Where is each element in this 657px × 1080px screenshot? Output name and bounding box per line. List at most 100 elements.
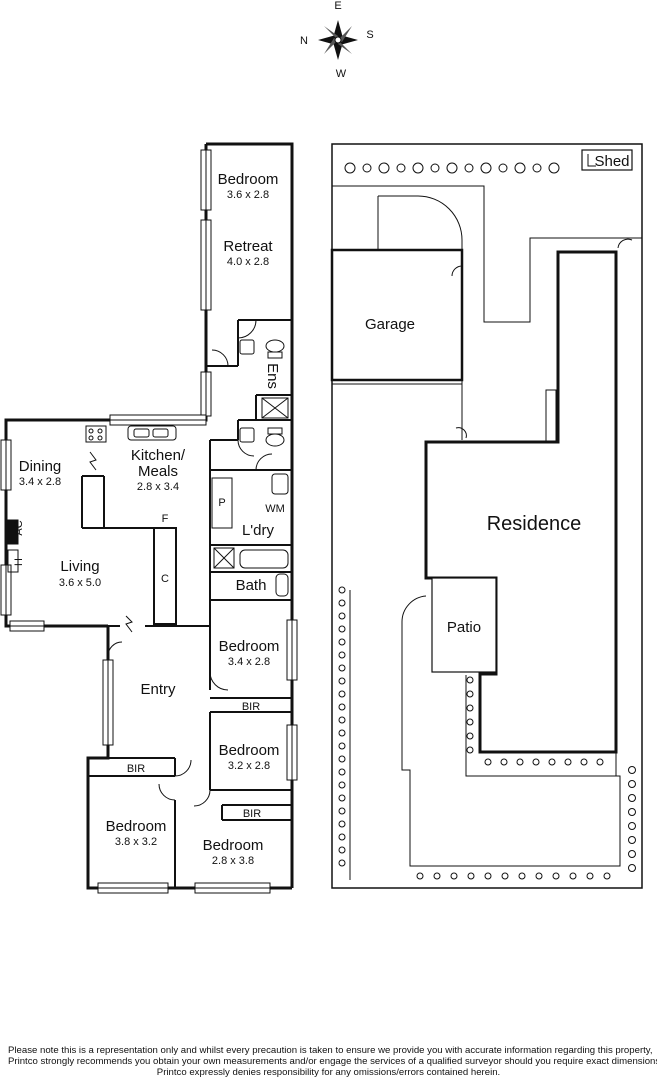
shrub [484,872,492,880]
room-bedroom-mid1-dims: 3.4 x 2.8 [228,656,270,668]
shrub [535,872,543,880]
shrub [466,676,474,684]
shrub [628,850,636,858]
fixture-p-label: P [218,497,225,509]
shrub [501,872,509,880]
room-bedroom-mid2-name: Bedroom [219,742,280,759]
fixtures [7,339,289,633]
fixture-bir-3-label: BIR [243,808,261,820]
shrub [338,716,346,724]
shrub [338,768,346,776]
windows [0,149,298,894]
fixture-f-label: F [162,513,169,525]
shrub [466,746,474,754]
room-bedroom-front-left-dims: 3.8 x 3.2 [115,836,157,848]
shrub [450,872,458,880]
room-retreat-dims: 4.0 x 2.8 [227,256,269,268]
shrub [338,651,346,659]
shrub [338,820,346,828]
shrub [532,758,540,766]
shrub [416,872,424,880]
shrub [338,742,346,750]
shed [581,149,633,171]
shrub [518,872,526,880]
shrub [338,846,346,854]
shrub [338,599,346,607]
room-entry-name: Entry [140,681,176,698]
shrub [338,729,346,737]
shrub [446,162,458,174]
site-shed-label: Shed [594,153,629,170]
garden-shrubs [338,162,636,880]
shrub [430,163,440,173]
compass-s-label: S [366,29,373,41]
site-plan [330,143,643,889]
site-patio-label: Patio [447,619,481,636]
shrub [338,664,346,672]
shrub [362,163,372,173]
fixture-h-label: H [13,558,25,566]
shrub [603,872,611,880]
shrub [532,163,542,173]
shrub [466,704,474,712]
shrub [628,808,636,816]
shrub [338,755,346,763]
disclaimer-line-2: Printco strongly recommends you obtain y… [8,1056,657,1067]
garage [330,248,467,440]
shrub [580,758,588,766]
room-living-name: Living [60,558,99,575]
shrub [338,807,346,815]
fixture-bir-1-label: BIR [242,701,260,713]
room-dining-dims: 3.4 x 2.8 [19,476,61,488]
shrub [548,758,556,766]
shrub [596,758,604,766]
compass-e-label: E [334,0,341,12]
front-yard-lines [349,590,621,880]
shrub [484,758,492,766]
fixture-bir-2-label: BIR [127,763,145,775]
shrub [466,690,474,698]
shrub [338,625,346,633]
shrub [338,677,346,685]
shrub [338,833,346,841]
shrub [338,612,346,620]
residence [424,250,618,754]
shrub [338,781,346,789]
shrub [338,859,346,867]
shrub [498,163,508,173]
compass-n-label: N [300,35,308,47]
shrub [412,162,424,174]
shrub [628,822,636,830]
shrub [396,163,406,173]
shrub [628,864,636,872]
room-bedroom-front-right-name: Bedroom [203,837,264,854]
room-bedroom-front-left-name: Bedroom [106,818,167,835]
shrub [548,162,560,174]
site-garage-label: Garage [365,316,415,333]
room-laundry-name: L'dry [242,522,275,539]
shrub [466,718,474,726]
room-living-dims: 3.6 x 5.0 [59,577,101,589]
shrub [338,703,346,711]
shrub [514,162,526,174]
room-bath-name: Bath [236,577,267,594]
shrub [467,872,475,880]
compass-rose: E W N S [300,0,374,80]
interior-walls [81,319,292,888]
rear-garden-lines [332,185,642,323]
shrub [628,836,636,844]
room-ens-name: Ens [264,363,281,389]
floor-plan [0,142,298,894]
room-kitchen-name2: Meals [138,463,178,480]
site-boundary [331,143,643,889]
shrub [480,162,492,174]
shrub [338,690,346,698]
disclaimer-line-3: Printco expressly denies responsibility … [156,1067,501,1078]
site-residence-label: Residence [487,513,582,535]
fixture-wm-label: WM [265,503,285,515]
fixture-ac-label: AC [13,520,25,535]
room-bedroom-front-right-dims: 2.8 x 3.8 [212,855,254,867]
room-bedroom-rear-dims: 3.6 x 2.8 [227,189,269,201]
room-kitchen-dims: 2.8 x 3.4 [137,481,179,493]
room-retreat-name: Retreat [223,238,273,255]
